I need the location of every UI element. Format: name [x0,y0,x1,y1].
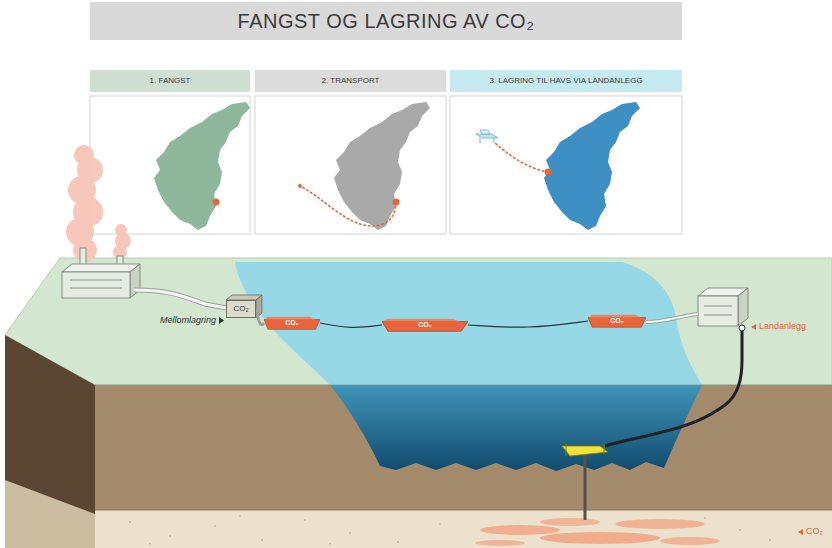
sea-surface [235,262,702,385]
step-band: 2. TRANSPORT [255,70,446,92]
sandstone-layer [95,510,832,548]
pointer-marker [751,324,756,330]
callout-label: CO₂ [806,526,823,536]
ship-route [468,321,588,327]
injection-well [584,455,587,520]
node-text: CO₂ [233,304,248,313]
sea-depth [330,385,702,471]
node-text: 2. TRANSPORT [322,76,380,85]
factory [62,248,140,298]
map-panels [90,96,682,234]
title-text: FANGST OG LAGRING AV CO₂ [238,10,535,33]
onshore-plant [698,288,748,326]
step-band: 1. FANGST [90,70,250,92]
callout-label: Landanlegg [759,321,806,331]
pointer-marker [798,529,803,535]
pointer-marker [219,317,224,324]
pipeline [605,326,742,446]
ship-route [320,323,382,327]
land-surface [5,258,832,385]
node-text: CO₂ [610,317,624,325]
block-side [5,335,95,548]
ship: CO₂ [264,316,320,330]
storage-box: CO₂ [226,300,256,318]
title-bar: FANGST OG LAGRING AV CO₂ [90,2,682,40]
smoke [66,145,131,262]
node-text: CO₂ [285,319,299,327]
platform-icon [476,130,498,143]
co2-reservoir [475,518,720,546]
block-front [95,385,832,548]
node-text: 3. LAGRING TIL HAVS VIA LANDANLEGG [489,76,642,85]
node-text: 1. FANGST [150,76,191,85]
node-text: CO₂ [418,321,432,329]
step-band: 3. LAGRING TIL HAVS VIA LANDANLEGG [450,70,682,92]
subsea-template [562,446,608,456]
callout-label: Mellomlagring [160,315,216,325]
ship: CO₂ [588,314,646,328]
pipe [256,309,264,325]
ship: CO₂ [382,318,468,332]
